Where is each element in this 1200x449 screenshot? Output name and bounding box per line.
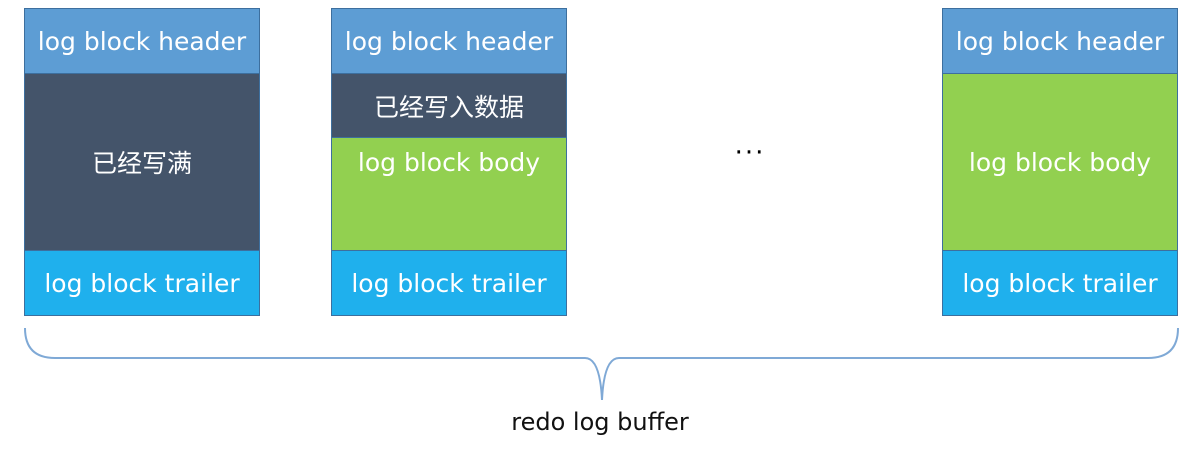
ellipsis: ··· bbox=[734, 138, 766, 168]
log-block-trailer: log block trailer bbox=[25, 251, 259, 315]
log-block-header: log block header bbox=[25, 9, 259, 74]
log-block-body: log block body bbox=[943, 74, 1177, 251]
log-block-body: log block body bbox=[332, 138, 566, 251]
log-block-empty: log block header log block body log bloc… bbox=[942, 8, 1178, 316]
log-block-header: log block header bbox=[332, 9, 566, 74]
log-block-written-area: 已经写入数据 bbox=[332, 74, 566, 138]
diagram-caption: redo log buffer bbox=[511, 408, 689, 436]
log-block-header: log block header bbox=[943, 9, 1177, 74]
log-block-trailer: log block trailer bbox=[943, 251, 1177, 315]
log-block-trailer: log block trailer bbox=[332, 251, 566, 315]
log-block-full: log block header 已经写满 log block trailer bbox=[24, 8, 260, 316]
log-block-filled-area: 已经写满 bbox=[25, 74, 259, 251]
log-block-partial: log block header 已经写入数据 log block body l… bbox=[331, 8, 567, 316]
